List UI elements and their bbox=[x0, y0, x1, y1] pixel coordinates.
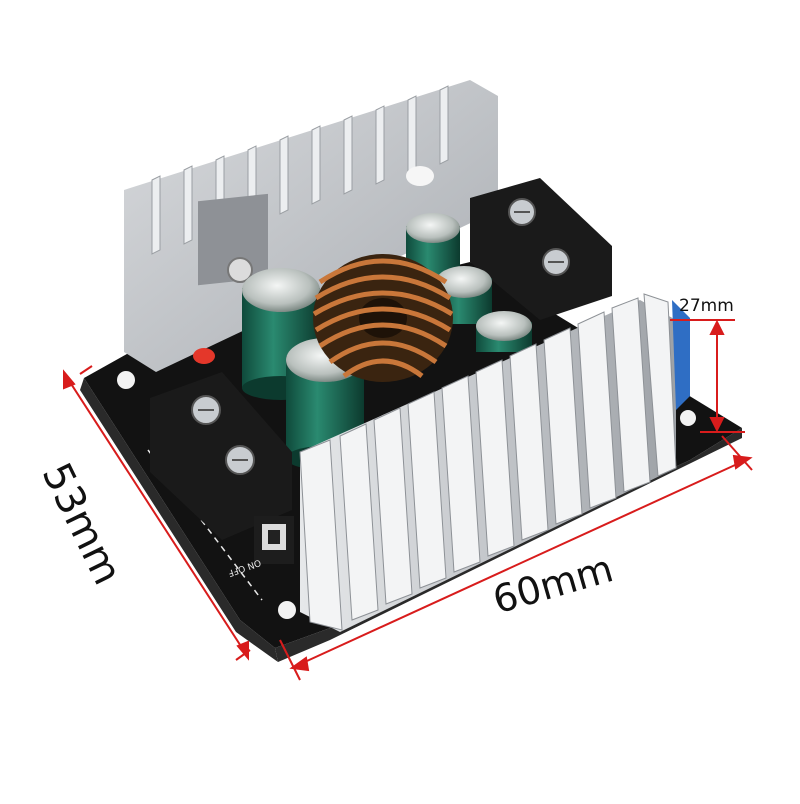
mounting-hole bbox=[680, 410, 696, 426]
led-indicator bbox=[193, 348, 215, 364]
mounting-hole bbox=[117, 371, 135, 389]
terminal-block-input bbox=[150, 372, 292, 540]
capacitor bbox=[476, 311, 532, 352]
terminal-block-output bbox=[470, 178, 612, 320]
inductor-coil bbox=[312, 254, 454, 382]
dimension-lines bbox=[63, 319, 753, 681]
power-switch bbox=[254, 516, 294, 564]
mounting-hole bbox=[278, 601, 296, 619]
heatsink-front bbox=[299, 293, 690, 632]
heatsink-back bbox=[124, 80, 498, 372]
dimension-label-height: 27mm bbox=[679, 296, 734, 316]
